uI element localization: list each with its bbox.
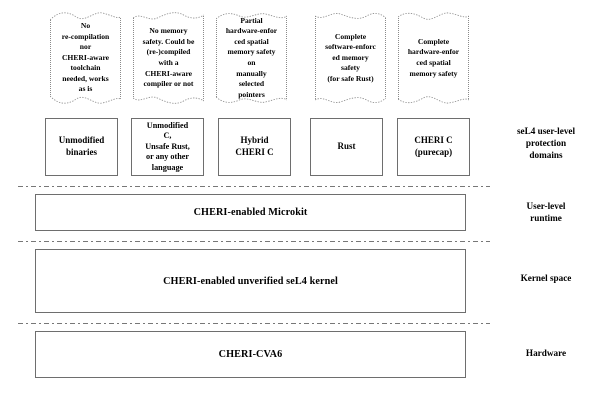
layer-bar-label: CHERI-enabled Microkit <box>193 207 308 218</box>
layer-bar-microkit[interactable]: CHERI-enabled Microkit <box>35 194 466 231</box>
note-text: No memory safety. Could be (re-)compiled… <box>142 26 195 89</box>
domain-box-cheri-c-purecap[interactable]: CHERI C (purecap) <box>397 118 470 176</box>
domain-box-rust[interactable]: Rust <box>310 118 383 176</box>
wavy-edge-icon <box>398 96 469 106</box>
note-text: Partial hardware-enfor ced spatial memor… <box>225 15 278 99</box>
wavy-edge-icon <box>398 10 469 20</box>
domain-box-label: Unmodified C, Unsafe Rust, or any other … <box>145 120 190 172</box>
note-card-cheri-c-purecap: Complete hardware-enfor ced spatial memo… <box>398 10 469 106</box>
wavy-edge-icon <box>216 10 287 20</box>
domain-box-label: Rust <box>337 141 356 152</box>
side-label-user-level-runtime: User-level runtime <box>526 201 566 223</box>
domain-box-unmodified-c[interactable]: Unmodified C, Unsafe Rust, or any other … <box>131 118 204 176</box>
separator-user-level <box>18 185 490 187</box>
wavy-edge-icon <box>133 10 204 20</box>
note-text: Complete hardware-enfor ced spatial memo… <box>407 36 460 78</box>
layer-bar-label: CHERI-enabled unverified seL4 kernel <box>163 275 338 287</box>
wavy-edge-icon <box>50 10 121 21</box>
domain-box-label: Hybrid CHERI C <box>235 135 274 157</box>
side-label-hardware: Hardware <box>525 348 567 358</box>
layer-bar-label: CHERI-CVA6 <box>218 349 283 360</box>
side-label-kernel-space: Kernel space <box>520 273 572 283</box>
wavy-edge-icon <box>133 96 204 106</box>
layer-bar-hardware[interactable]: CHERI-CVA6 <box>35 331 466 378</box>
note-card-rust: Complete software-enforc ed memory safet… <box>315 10 386 106</box>
wavy-edge-icon <box>315 97 386 106</box>
note-card-hybrid-cheri-c: Partial hardware-enfor ced spatial memor… <box>216 10 287 106</box>
note-text: No re-compilation nor CHERI-aware toolch… <box>61 20 110 94</box>
wavy-edge-icon <box>216 96 287 106</box>
domain-box-unmodified-binaries[interactable]: Unmodified binaries <box>45 118 118 176</box>
separator-kernel-space <box>18 240 490 242</box>
wavy-edge-icon <box>50 95 121 106</box>
note-card-unmodified-c: No memory safety. Could be (re-)compiled… <box>133 10 204 106</box>
separator-hardware <box>18 322 490 324</box>
domain-box-hybrid-cheri-c[interactable]: Hybrid CHERI C <box>218 118 291 176</box>
side-label-protection-domains: seL4 user-level protection domains <box>516 126 576 160</box>
domain-box-label: CHERI C (purecap) <box>414 135 453 157</box>
domain-box-label: Unmodified binaries <box>58 135 105 157</box>
note-text: Complete software-enforc ed memory safet… <box>325 31 376 83</box>
note-card-unmodified-binaries: No re-compilation nor CHERI-aware toolch… <box>50 10 121 106</box>
layer-bar-kernel[interactable]: CHERI-enabled unverified seL4 kernel <box>35 249 466 313</box>
wavy-edge-icon <box>315 10 386 19</box>
